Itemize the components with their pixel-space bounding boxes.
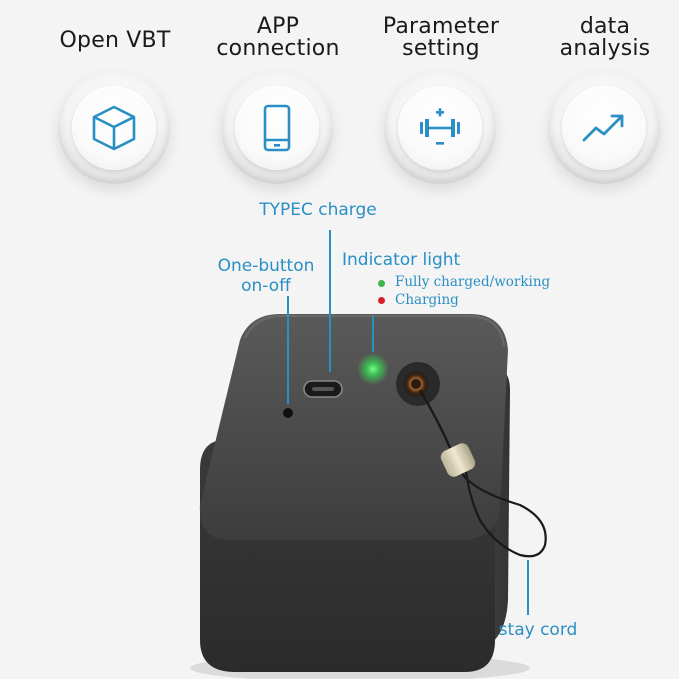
feature-label: data analysis <box>559 14 651 61</box>
cord-bead <box>440 443 476 477</box>
indicator-light-label: Indicator light <box>342 250 461 270</box>
stay-cord-upper <box>418 389 454 453</box>
barbell-plus-minus-icon <box>420 108 460 145</box>
feature-icon-disc <box>58 72 170 184</box>
feature-parameter-setting: Parameter setting <box>366 0 516 200</box>
feature-open-vbt: Open VBT <box>40 0 190 200</box>
feature-data-analysis: data analysis <box>530 0 679 200</box>
device-top-face <box>199 314 508 540</box>
cube-icon <box>92 105 136 151</box>
feature-label: Open VBT <box>59 28 171 53</box>
feature-icon-disc <box>548 72 660 184</box>
feature-label: APP connection <box>216 14 340 61</box>
one-button-label: One-button on-off <box>217 256 315 296</box>
indicator-item-fully-charged: Fully charged/working <box>395 274 551 290</box>
green-status-dot <box>378 280 385 287</box>
led-indicator <box>357 353 389 385</box>
usb-c-tongue <box>312 387 334 391</box>
feature-app-connection: APP connection <box>203 0 353 200</box>
feature-icon-disc <box>384 72 496 184</box>
stay-cord-label: stay cord <box>498 620 578 640</box>
feature-label: Parameter setting <box>382 14 500 61</box>
indicator-item-charging: Charging <box>395 292 459 308</box>
device-edge-highlight <box>244 315 505 347</box>
feature-icon-disc <box>221 72 333 184</box>
typec-charge-label: TYPEC charge <box>259 200 377 220</box>
phone-icon <box>263 104 291 152</box>
stay-cord-loop <box>459 469 547 558</box>
power-button-hole <box>283 408 293 418</box>
trend-up-icon <box>582 114 624 142</box>
red-status-dot <box>378 297 385 304</box>
